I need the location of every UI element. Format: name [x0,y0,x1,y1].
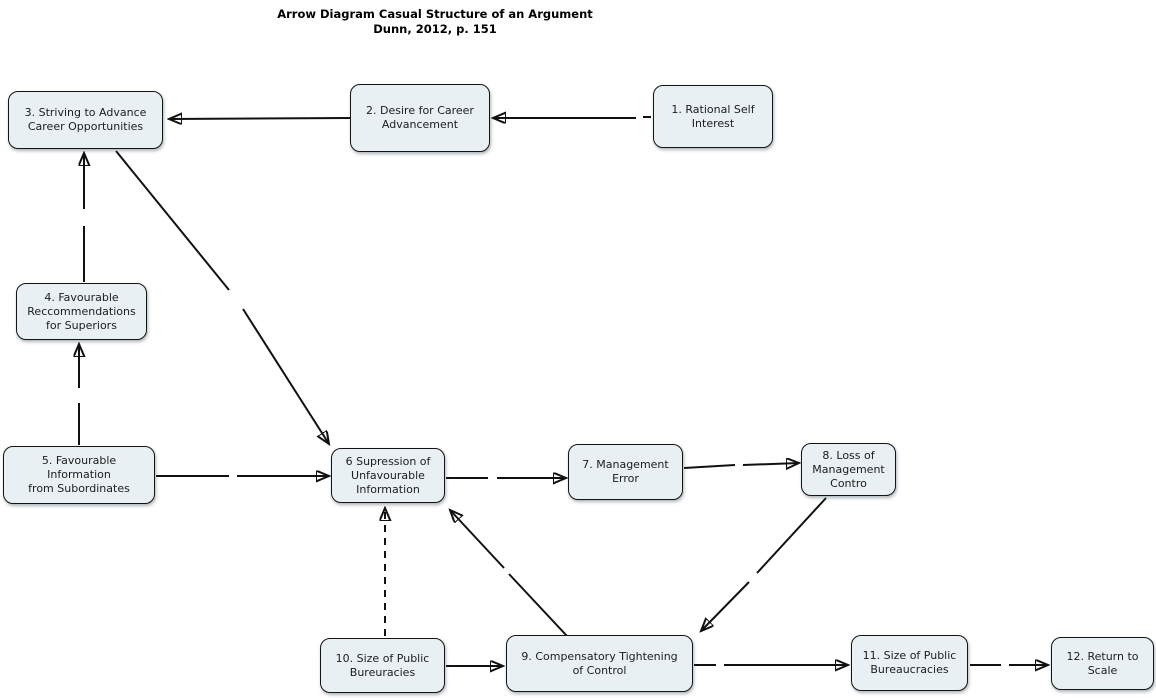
node-label: 7. Management Error [582,458,669,485]
node-label: 3. Striving to Advance Career Opportunit… [24,106,147,133]
node-6-supression-of-unfavourable-information[interactable]: 6 Supression of Unfavourable Information [331,448,445,503]
node-2-desire-for-career-advancement[interactable]: 2. Desire for Career Advancement [350,84,490,152]
node-5-favourable-information-from-subordinates[interactable]: 5. Favourable Information from Subordina… [3,446,155,504]
node-label: 2. Desire for Career Advancement [366,104,474,131]
edge-1-to-2[interactable] [493,117,651,118]
node-label: 9. Compensatory Tightening of Control [521,649,678,677]
title-line-1: Arrow Diagram Casual Structure of an Arg… [277,7,593,21]
title-line-2: Dunn, 2012, p. 151 [373,22,497,36]
node-label: 6 Supression of Unfavourable Information [345,454,431,496]
node-label: 10. Size of Public Bureuracies [335,651,430,679]
diagram-title: Arrow Diagram Casual Structure of an Arg… [0,7,870,37]
node-8-loss-of-management-contro[interactable]: 8. Loss of Management Contro [801,443,896,496]
edge-8-to-9[interactable] [701,497,827,631]
node-label: 12. Return to Scale [1066,649,1139,677]
edge-9-to-6[interactable] [450,510,568,637]
node-label: 4. Favourable Reccommendations for Super… [27,290,136,332]
node-3-striving-to-advance-career-opportunities[interactable]: 3. Striving to Advance Career Opportunit… [8,91,163,149]
edge-2-to-3[interactable] [169,118,351,119]
node-label: 1. Rational Self Interest [671,102,755,130]
edge-7-to-8[interactable] [683,463,799,468]
node-12-return-to-scale[interactable]: 12. Return to Scale [1051,637,1154,690]
node-10-size-of-public-bureuracies[interactable]: 10. Size of Public Bureuracies [320,638,445,693]
node-4-favourable-reccommendations-for-superiors[interactable]: 4. Favourable Reccommendations for Super… [16,283,147,340]
node-label: 5. Favourable Information from Subordina… [28,454,130,495]
node-label: 11. Size of Public Bureaucracies [862,649,957,676]
node-label: 8. Loss of Management Contro [812,448,885,490]
node-1-rational-self-interest[interactable]: 1. Rational Self Interest [653,85,773,148]
node-11-size-of-public-bureaucracies[interactable]: 11. Size of Public Bureaucracies [851,635,968,691]
edge-3-to-6[interactable] [115,150,329,444]
node-7-management-error[interactable]: 7. Management Error [568,444,683,500]
node-9-compensatory-tightening-of-control[interactable]: 9. Compensatory Tightening of Control [506,635,693,692]
